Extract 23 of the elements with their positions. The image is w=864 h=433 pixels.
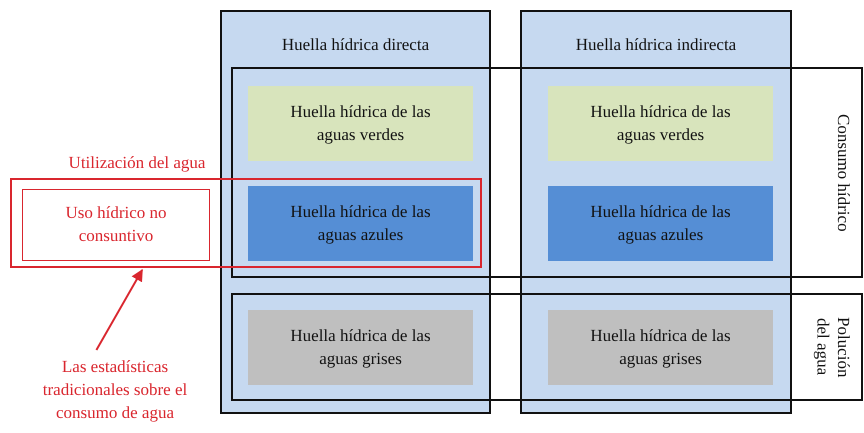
footprint-box [248, 186, 473, 261]
box-text: Huella hídrica de las aguas azules [589, 200, 732, 246]
footprint-box [548, 186, 773, 261]
box-text: Huella hídrica de las aguas verdes [589, 100, 732, 146]
annotation-text: Las estadísticas tradicionales sobre el consumo de agua [42, 356, 188, 424]
group-outline [231, 67, 863, 278]
footprint-box [248, 86, 473, 161]
arrow [96, 268, 144, 350]
box-text: Huella hídrica de las aguas grises [289, 324, 432, 370]
frame-title: Utilización del agua [68, 152, 206, 174]
column-heading: Huella hídrica directa [280, 34, 430, 56]
footprint-box [248, 310, 473, 385]
footprint-box [548, 86, 773, 161]
box-text: Uso hídrico no consuntivo [64, 202, 168, 247]
column-heading: Huella hídrica indirecta [574, 34, 738, 56]
box-text: Huella hídrica de las aguas grises [589, 324, 732, 370]
usage-box [22, 189, 210, 261]
group-label: Polución del agua [812, 316, 853, 380]
footprint-box [548, 310, 773, 385]
box-text: Huella hídrica de las aguas verdes [289, 100, 432, 146]
box-text: Huella hídrica de las aguas azules [289, 200, 432, 246]
group-outline [231, 293, 863, 401]
group-label: Consumo hídrico [833, 112, 853, 234]
